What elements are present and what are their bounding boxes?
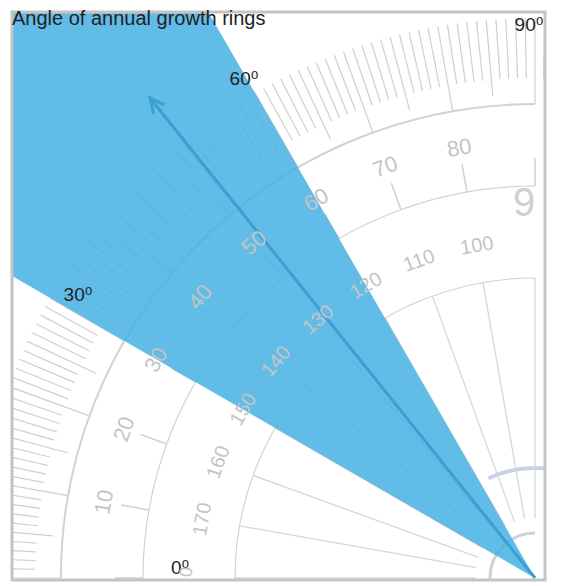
direction-arrow <box>150 98 535 578</box>
scale-tick <box>13 481 68 496</box>
scale-tick <box>486 20 493 96</box>
scale-tick <box>457 23 465 82</box>
scale-tick <box>13 577 61 578</box>
scale-tick <box>391 183 401 209</box>
scale-tick <box>467 22 474 82</box>
scale-tick <box>462 164 467 192</box>
scale-number: 170 <box>189 501 214 537</box>
scale-tick <box>316 63 339 118</box>
scale-number: 70 <box>370 153 401 182</box>
scale-tick <box>20 359 75 382</box>
scale-number: 0 <box>177 566 196 578</box>
angle-wedge <box>13 13 535 578</box>
angle-label: 90⁰ <box>515 15 544 34</box>
scale-tick <box>13 386 90 415</box>
scale-tick <box>13 377 68 399</box>
scale-tick <box>13 452 48 465</box>
scale-tick <box>13 490 41 499</box>
scale-number: 110 <box>401 246 438 276</box>
scale-tick <box>13 396 62 416</box>
scale-tick <box>419 30 431 89</box>
scale-tick <box>27 341 96 373</box>
scale-number: 100 <box>458 232 494 257</box>
scale-tick <box>13 519 38 525</box>
scale-tick <box>13 558 35 560</box>
scale-tick <box>325 59 347 115</box>
angle-label: 60⁰ <box>230 69 259 88</box>
scale-tick <box>281 79 308 132</box>
angle-wedge <box>13 13 535 578</box>
scale-number: 9 <box>513 182 535 222</box>
scale-tick <box>13 414 57 432</box>
frame <box>12 12 545 580</box>
scale-tick <box>447 25 456 84</box>
radial-line <box>240 526 476 568</box>
radial-line <box>483 283 525 519</box>
scale-tick <box>353 49 373 106</box>
arrow-head <box>150 98 164 114</box>
scale-tick <box>140 434 166 444</box>
scale-tick <box>13 405 59 424</box>
scale-tick <box>13 539 36 543</box>
scale-tick <box>290 75 316 129</box>
scale-tick <box>371 42 389 99</box>
scale-number: 80 <box>445 135 473 161</box>
scale-tick <box>362 45 381 102</box>
scale-number: 10 <box>92 488 118 516</box>
scale-tick <box>13 424 54 441</box>
scale-tick <box>16 368 72 390</box>
scale-tick <box>23 350 78 374</box>
scale-tick <box>13 443 50 458</box>
scale-tick <box>13 529 53 536</box>
radial-line <box>235 577 475 578</box>
scale-tick <box>13 500 40 508</box>
radial-line <box>534 278 535 518</box>
angle-label: 30⁰ <box>64 285 93 304</box>
scale-tick <box>390 37 410 110</box>
scale-tick <box>496 19 500 79</box>
scale-tick <box>13 510 39 517</box>
scale-tick <box>381 40 398 98</box>
scale-tick <box>13 549 36 552</box>
scale-tick <box>307 66 331 121</box>
scale-tick <box>506 19 509 79</box>
scale-number: 160 <box>202 443 232 481</box>
scale-tick <box>334 55 356 111</box>
scale-tick <box>121 505 149 510</box>
scale-tick <box>13 568 35 569</box>
scale-tick <box>298 70 330 139</box>
scale-tick <box>476 21 482 81</box>
scale-tick <box>438 27 453 112</box>
scale-tick <box>428 28 439 87</box>
chart-title: Angle of annual growth rings <box>12 8 266 28</box>
scale-tick <box>32 333 86 359</box>
scale-number: 20 <box>110 413 139 444</box>
